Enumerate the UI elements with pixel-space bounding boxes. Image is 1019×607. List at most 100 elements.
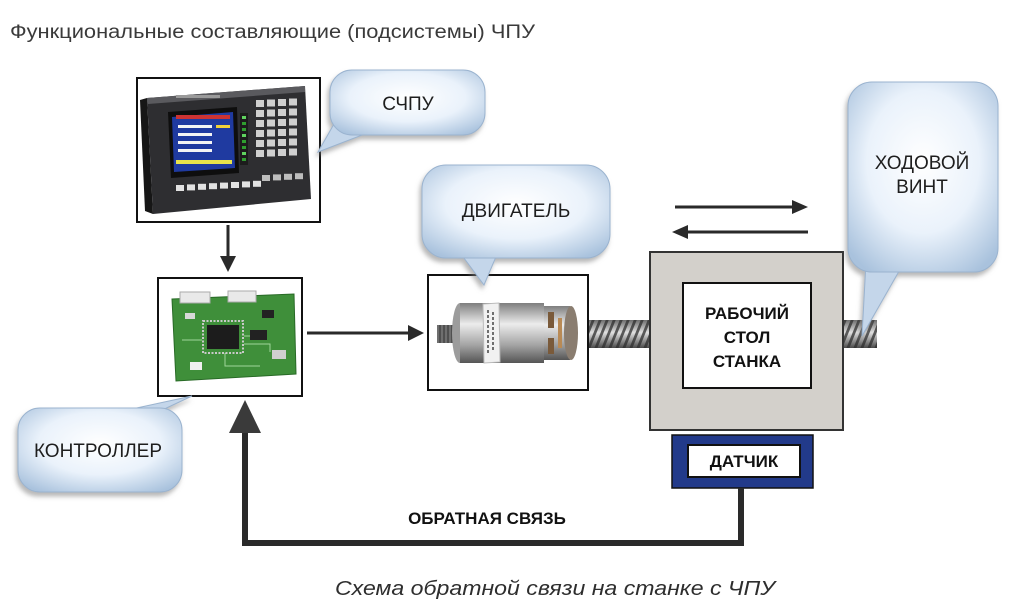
- motor-sticker-print: [487, 310, 494, 355]
- pcb-connector: [227, 290, 257, 303]
- panel-bottom-key: [253, 180, 261, 187]
- callout-bubble: [329, 69, 486, 136]
- motor-vent: [548, 312, 554, 328]
- pcb-chip: [262, 310, 274, 318]
- keypad-key: [256, 100, 264, 107]
- lead-screw: [582, 320, 877, 348]
- feedback-label: ОБРАТНАЯ СВЯЗЬ: [408, 509, 566, 528]
- table-label-box: [682, 282, 812, 389]
- panel-bottom-key: [231, 182, 239, 188]
- pcb-connector: [179, 291, 211, 304]
- keypad-key: [267, 109, 275, 117]
- status-leds: [242, 116, 246, 161]
- screen-softkey-bar: [176, 160, 232, 164]
- keypad-key: [267, 149, 275, 157]
- controller-unit: [157, 277, 303, 397]
- motor-terminal: [558, 318, 562, 348]
- keypad-key: [256, 130, 264, 137]
- panel-bottom-key: [209, 183, 217, 190]
- status-led: [242, 134, 246, 137]
- keypad-key: [278, 99, 286, 106]
- motor-vent: [548, 338, 554, 354]
- callout-controller-label: КОНТРОЛЛЕР: [34, 441, 162, 462]
- status-led: [242, 122, 246, 125]
- chip-pins: [202, 320, 244, 354]
- arrow-head: [408, 325, 424, 341]
- screen-line: [178, 149, 212, 152]
- motor-sticker: [482, 302, 501, 364]
- feedback-arrow-head: [229, 400, 261, 433]
- pcb-main-chip: [207, 325, 239, 349]
- panel-bottom-key: [242, 181, 250, 188]
- pcb-component: [272, 350, 286, 359]
- panel-side-key: [295, 173, 303, 180]
- screen-line: [216, 125, 230, 128]
- table-label-line-3: СТАНКА: [713, 352, 781, 371]
- controller-board-image: [171, 290, 297, 382]
- table-label-line-2: СТОЛ: [724, 328, 771, 347]
- pcb-component: [185, 313, 195, 319]
- callout-tail: [861, 261, 903, 337]
- arrow-head: [220, 256, 236, 272]
- cnc-panel-image: [140, 86, 311, 214]
- keypad-key: [278, 139, 286, 146]
- pinion-teeth: [439, 325, 453, 343]
- diagram-caption: Схема обратной связи на станке с ЧПУ: [335, 578, 778, 600]
- callout-bubble: [847, 81, 999, 273]
- keypad-key: [289, 108, 297, 116]
- panel-side-key: [284, 173, 292, 180]
- keypad-key: [256, 150, 264, 157]
- arrow-controller-to-motor: [307, 325, 424, 341]
- keypad-key: [278, 129, 286, 136]
- panel-brand-strip: [176, 95, 220, 98]
- keypad-key: [289, 128, 297, 136]
- lead-screw-thread: [582, 320, 652, 348]
- keypad-key: [256, 140, 264, 147]
- callout-motor: [421, 164, 611, 286]
- table-motion-arrows: [672, 200, 808, 239]
- callout-lead-screw-line-1: ХОДОВОЙ: [875, 152, 970, 174]
- status-column: [240, 113, 248, 165]
- status-led: [242, 146, 246, 149]
- keypad-key: [289, 118, 297, 126]
- panel-bottom-key: [198, 183, 206, 190]
- callout-cnc: [316, 69, 486, 153]
- table-label-line-1: РАБОЧИЙ: [705, 304, 789, 323]
- keypad-key: [267, 119, 275, 127]
- arrow-right-head: [792, 200, 808, 214]
- panel-bottom-key: [176, 185, 184, 191]
- diagram-title: Функциональные составляющие (подсистемы)…: [10, 22, 536, 43]
- screen-line: [178, 141, 212, 144]
- screen-line: [178, 133, 212, 136]
- callout-bubble: [17, 407, 183, 493]
- panel-top-bevel: [147, 86, 305, 104]
- keypad-key: [289, 148, 297, 156]
- feedback-loop: ОБРАТНАЯ СВЯЗЬ: [229, 400, 744, 546]
- keypad-key: [256, 120, 264, 127]
- callout-motor-label: ДВИГАТЕЛЬ: [462, 201, 571, 222]
- status-led: [242, 128, 246, 131]
- motor-body: [460, 303, 544, 363]
- callout-bubble: [421, 164, 611, 259]
- screen-header-bar: [176, 115, 230, 119]
- keypad-key: [289, 98, 297, 106]
- status-led: [242, 116, 246, 119]
- sensor: ДАТЧИК: [671, 434, 814, 489]
- machine-table: РАБОЧИЙ СТОЛ СТАНКА: [649, 251, 844, 431]
- pcb-traces: [182, 335, 271, 367]
- callout-lead-screw: [847, 81, 999, 337]
- panel-bottom-key: [220, 182, 228, 189]
- motor-unit: [427, 274, 589, 391]
- arrow-left-head: [672, 225, 688, 239]
- pcb-chip: [250, 330, 267, 340]
- keypad-key: [267, 139, 275, 147]
- keypad-key: [267, 129, 275, 137]
- keypad-key: [289, 138, 297, 146]
- callout-controller: [17, 395, 193, 493]
- keypad-key: [278, 119, 286, 126]
- sensor-label: ДАТЧИК: [710, 452, 779, 471]
- panel-side-key: [273, 174, 281, 181]
- cnc-unit: [136, 77, 321, 223]
- bottom-keys: [176, 173, 303, 191]
